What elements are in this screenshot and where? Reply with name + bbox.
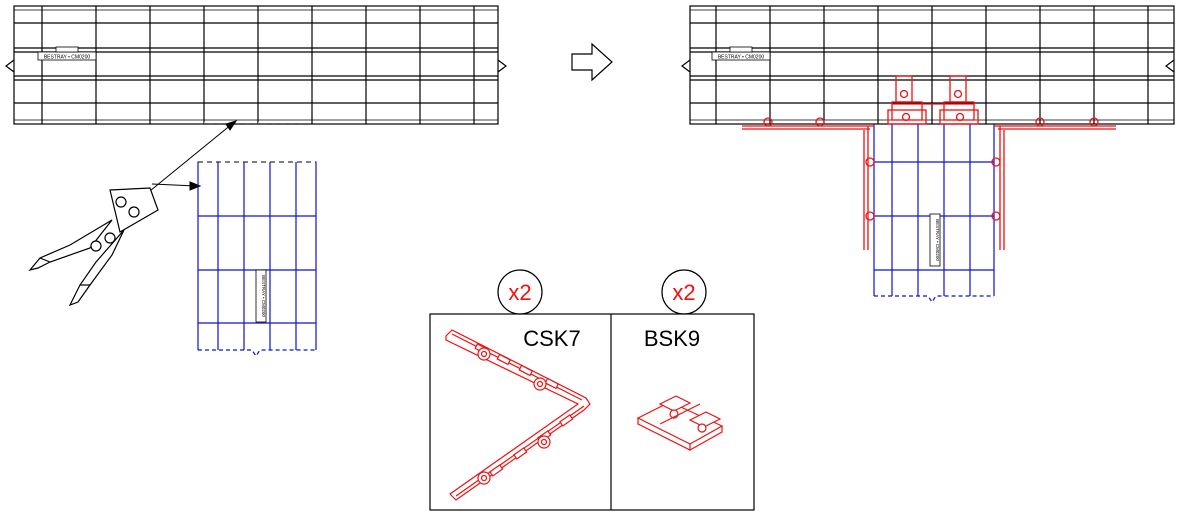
csk7-code-label: CSK7 [523,326,580,351]
bsk9-code-label: BSK9 [644,326,700,351]
branch-section-cutout [197,161,317,217]
branch-section-installed [873,124,995,304]
bolt-cutter-icon [28,187,159,307]
main-tray-after [681,5,1175,125]
csk7-bracket-icon [445,329,591,501]
bsk9-splice-icon [636,395,724,451]
main-tray-before [5,5,507,126]
cut-indicator-arrows [144,120,238,196]
branch-marking-text-installed: BESTRAY • CM0200 [935,219,940,261]
bsk9-quantity-badge: x2 [661,269,707,315]
tray-marking-plate: BESTRAY • CM0200 [37,46,97,61]
bsk9-quantity-text: x2 [672,280,695,305]
branch-marking-plate-installed: BESTRAY • CM0200 [929,213,941,267]
branch-marking-text: BESTRAY • CM0200 [261,275,266,317]
branch-section [197,162,317,358]
csk7-quantity-text: x2 [508,280,531,305]
csk7-quantity-badge: x2 [497,269,543,315]
installed-accessories [742,75,1116,250]
tray-marking-text: BESTRAY • CM0200 [44,55,91,61]
tray-marking-text-after: BESTRAY • CM0200 [718,55,765,61]
arrow-right-icon [571,42,613,82]
branch-marking-plate: BESTRAY • CM0200 [255,269,267,323]
tray-marking-plate-after: BESTRAY • CM0200 [711,46,771,61]
